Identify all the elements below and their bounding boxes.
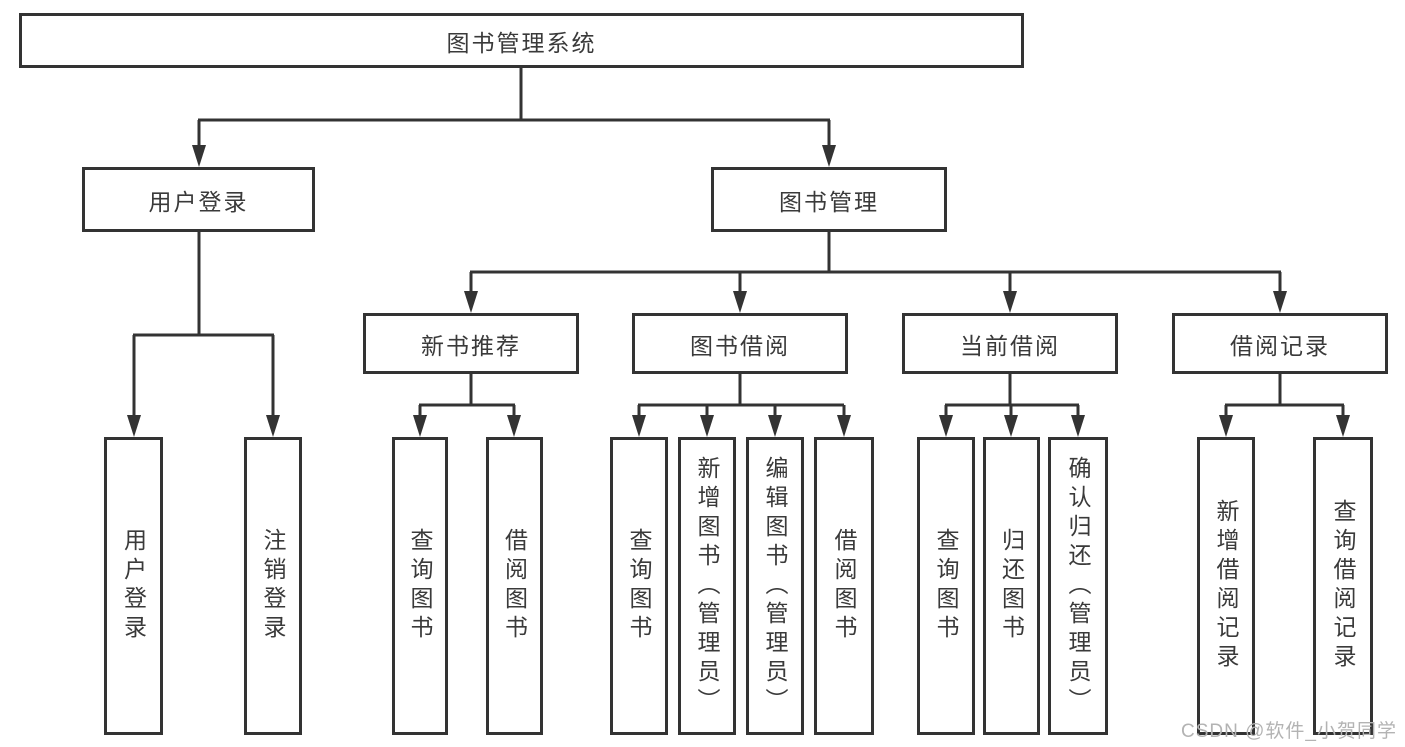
- leaf-query-borrow-record: 查询借阅记录: [1313, 437, 1373, 735]
- node-book-borrowing: 图书借阅: [632, 313, 848, 374]
- leaf-return-books: 归还图书: [983, 437, 1040, 735]
- leaf-confirm-return-admin: 确认归还（管理员）: [1048, 437, 1108, 735]
- leaf-edit-books-admin: 编辑图书（管理员）: [746, 437, 804, 735]
- leaf-add-books-admin: 新增图书（管理员）: [678, 437, 736, 735]
- leaf-borrow-books: 借阅图书: [814, 437, 874, 735]
- node-user-login: 用户登录: [82, 167, 315, 232]
- leaf-logout: 注销登录: [244, 437, 302, 735]
- node-new-book-recommend: 新书推荐: [363, 313, 579, 374]
- leaf-query-books-borrowing: 查询图书: [610, 437, 668, 735]
- node-borrowing-records: 借阅记录: [1172, 313, 1388, 374]
- node-library-management-system: 图书管理系统: [19, 13, 1024, 68]
- leaf-borrow-books-recommend: 借阅图书: [486, 437, 543, 735]
- node-current-borrowing: 当前借阅: [902, 313, 1118, 374]
- leaf-query-books-recommend: 查询图书: [392, 437, 448, 735]
- leaf-user-login: 用户登录: [104, 437, 163, 735]
- node-book-management: 图书管理: [711, 167, 947, 232]
- leaf-query-books-current: 查询图书: [917, 437, 975, 735]
- csdn-watermark: CSDN @软件_小贺同学: [1181, 721, 1397, 742]
- leaf-add-borrow-record: 新增借阅记录: [1197, 437, 1255, 735]
